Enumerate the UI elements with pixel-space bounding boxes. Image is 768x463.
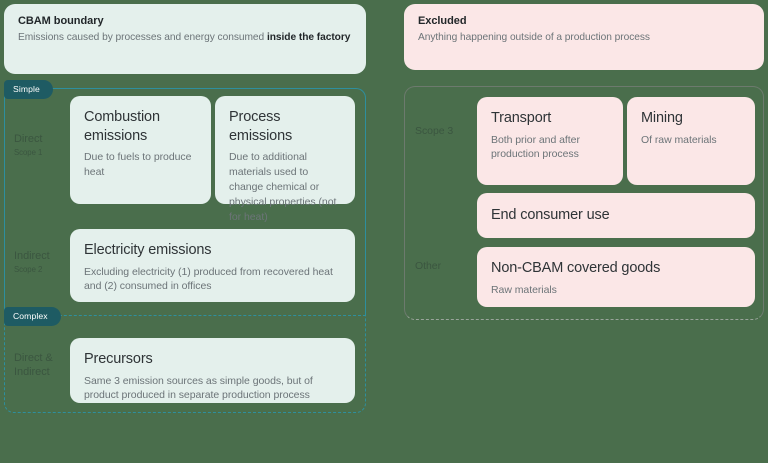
- card-electricity-emissions[interactable]: Electricity emissions Excluding electric…: [70, 229, 355, 302]
- scope-label-direct: Direct Scope 1: [14, 133, 76, 157]
- card-transport-title: Transport: [491, 110, 552, 126]
- scope-label-indirect: Indirect Scope 2: [14, 250, 76, 274]
- simple-goods-group: [4, 88, 366, 315]
- excluded-title: Excluded: [418, 15, 467, 27]
- scope-label-direct-and-indirect-sub: Indirect: [14, 365, 50, 378]
- cbam-boundary-description-emphasis: inside the factory: [266, 32, 351, 43]
- card-end-consumer-use-title: End consumer use: [491, 207, 610, 224]
- card-process-emissions-description: Due to additional materials used to chan…: [229, 151, 337, 223]
- card-non-cbam-covered-goods[interactable]: Non-CBAM covered goods Raw materials: [477, 247, 755, 307]
- tab-complex[interactable]: Complex: [4, 307, 61, 326]
- card-precursors[interactable]: Precursors Same 3 emission sources as si…: [70, 338, 355, 403]
- card-end-consumer-use[interactable]: End consumer use: [477, 193, 755, 238]
- card-process-emissions-title: Process emissions: [229, 109, 293, 144]
- tab-simple[interactable]: Simple: [4, 80, 53, 99]
- scope-label-direct-and-indirect-name: Direct &: [14, 352, 53, 364]
- excluded-description: Anything happening outside of a producti…: [418, 32, 650, 43]
- card-precursors-description: Same 3 emission sources as simple goods,…: [84, 374, 313, 402]
- card-mining-description: Of raw materials: [641, 133, 717, 146]
- scope-label-direct-and-indirect: Direct & Indirect: [14, 352, 76, 380]
- cbam-boundary-region: Simple Complex Direct Scope 1 Indirect S…: [4, 80, 366, 413]
- excluded-banner: Excluded Anything happening outside of a…: [404, 4, 764, 70]
- scope-label-indirect-name: Indirect: [14, 250, 50, 262]
- card-combustion-emissions-title: Combustion emissions: [84, 109, 160, 144]
- card-mining[interactable]: Mining Of raw materials: [627, 97, 755, 185]
- scope-label-direct-name: Direct: [14, 133, 43, 145]
- card-transport-description: Both prior and after production process: [491, 133, 580, 161]
- card-mining-title: Mining: [641, 110, 683, 126]
- card-electricity-emissions-description: Excluding electricity (1) produced from …: [84, 265, 333, 293]
- card-combustion-emissions-description: Due to fuels to produce heat: [84, 151, 192, 178]
- scope-label-indirect-sub: Scope 2: [14, 264, 43, 274]
- card-electricity-emissions-title: Electricity emissions: [84, 242, 212, 258]
- cbam-boundary-description: Emissions caused by processes and energy…: [18, 31, 352, 45]
- card-process-emissions[interactable]: Process emissions Due to additional mate…: [215, 96, 355, 223]
- card-non-cbam-covered-goods-title: Non-CBAM covered goods: [491, 260, 661, 276]
- cbam-boundary-description-plain: Emissions caused by processes and energy…: [18, 32, 267, 43]
- scope-label-direct-sub: Scope 1: [14, 147, 43, 157]
- complex-goods-group: [4, 315, 366, 413]
- excluded-region: Scope 3 Other Transport Both prior and a…: [404, 86, 764, 320]
- cbam-boundary-banner: CBAM boundary Emissions caused by proces…: [4, 4, 366, 74]
- card-transport[interactable]: Transport Both prior and after productio…: [477, 97, 623, 185]
- card-precursors-title: Precursors: [84, 351, 153, 367]
- scope-label-other: Other: [415, 260, 442, 272]
- cbam-boundary-title: CBAM boundary: [18, 15, 104, 27]
- scope-label-scope3: Scope 3: [415, 125, 454, 137]
- card-non-cbam-covered-goods-description: Raw materials: [491, 283, 557, 296]
- card-combustion-emissions[interactable]: Combustion emissions Due to fuels to pro…: [70, 96, 211, 204]
